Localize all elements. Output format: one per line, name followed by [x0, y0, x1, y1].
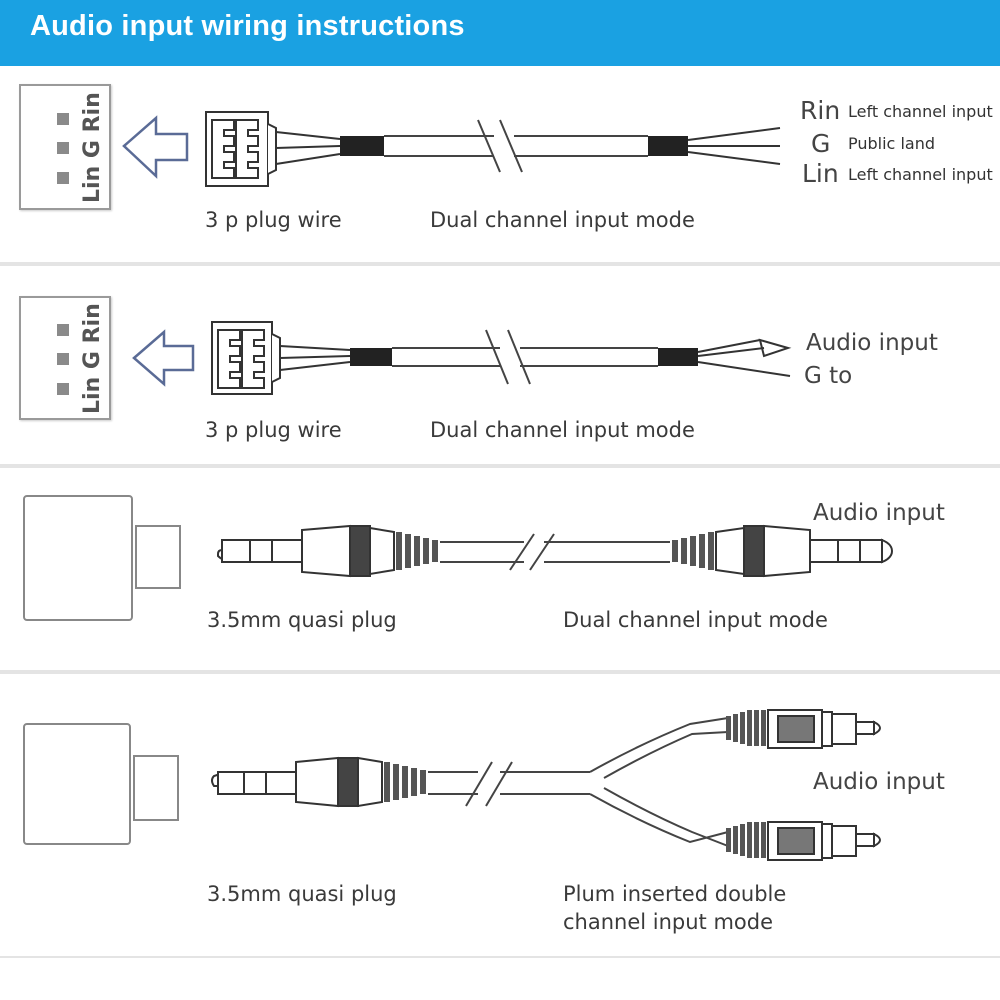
3pin-socket: Lin G Rin [19, 296, 111, 420]
rca-plug-icon [726, 821, 881, 861]
audio-input-label: Audio input [806, 330, 938, 356]
plug-type-label: 3 p plug wire [205, 208, 342, 232]
rca-plug-icon [726, 709, 881, 749]
3pin-plug-icon [211, 321, 281, 395]
3pin-socket: Lin G Rin [19, 84, 111, 210]
section-35mm-dual: Audio input 3.5mm quasi plug Dual channe… [0, 468, 1000, 670]
mode-label: Dual channel input mode [430, 418, 695, 442]
pin-g-desc: Public land [848, 134, 935, 153]
pin-lin-label: Lin [802, 159, 839, 188]
section-35mm-rca: Audio input 3.5mm quasi plug Plum insert… [0, 674, 1000, 956]
mode-label: Dual channel input mode [430, 208, 695, 232]
ground-label: G to [804, 363, 853, 389]
jack-cable-diagram [23, 495, 894, 621]
section-divider [0, 956, 1000, 958]
section-3p-audio: Lin G Rin Audio [0, 266, 1000, 464]
section-divider [0, 670, 1000, 674]
audio-input-label: Audio input [813, 500, 945, 526]
mode-label-line2: channel input mode [563, 910, 774, 934]
plug-type-label: 3.5mm quasi plug [207, 608, 397, 632]
pin-square-icon [57, 142, 69, 154]
device-port-icon [23, 495, 181, 621]
heat-shrink [350, 348, 392, 366]
heat-shrink [658, 348, 698, 366]
section-divider [0, 262, 1000, 266]
plug-type-label: 3.5mm quasi plug [207, 882, 397, 906]
pin-square-icon [57, 324, 69, 336]
jack-plug-icon [672, 524, 894, 578]
audio-input-label: Audio input [813, 769, 945, 795]
pin-square-icon [57, 383, 69, 395]
device-port-icon [23, 723, 179, 845]
pin-square-icon [57, 353, 69, 365]
pin-g-label: G [811, 129, 831, 158]
wiring-diagram-3p [122, 111, 781, 187]
jack-plug-icon [217, 524, 438, 578]
mode-label-line1: Plum inserted double [563, 882, 787, 906]
page-title: Audio input wiring instructions [30, 10, 465, 42]
heat-shrink [340, 136, 384, 156]
section-divider [0, 464, 1000, 468]
plug-type-label: 3 p plug wire [205, 418, 342, 442]
arrow-left-icon [132, 329, 195, 387]
heat-shrink [648, 136, 688, 156]
pin-rin-label: Rin [800, 96, 841, 125]
rca-split-diagram [23, 709, 881, 861]
mode-label: Dual channel input mode [563, 608, 828, 632]
section-3p-dual: Lin G Rin [0, 66, 1000, 263]
wiring-diagram-audio [132, 321, 792, 395]
pin-rin-desc: Left channel input [848, 102, 993, 121]
arrow-left-icon [122, 115, 189, 179]
3pin-plug-icon [205, 111, 277, 187]
pin-square-icon [57, 113, 69, 125]
pin-lin-desc: Left channel input [848, 165, 993, 184]
header-bar: Audio input wiring instructions [0, 0, 1000, 66]
jack-plug-icon [211, 756, 426, 808]
pin-square-icon [57, 172, 69, 184]
